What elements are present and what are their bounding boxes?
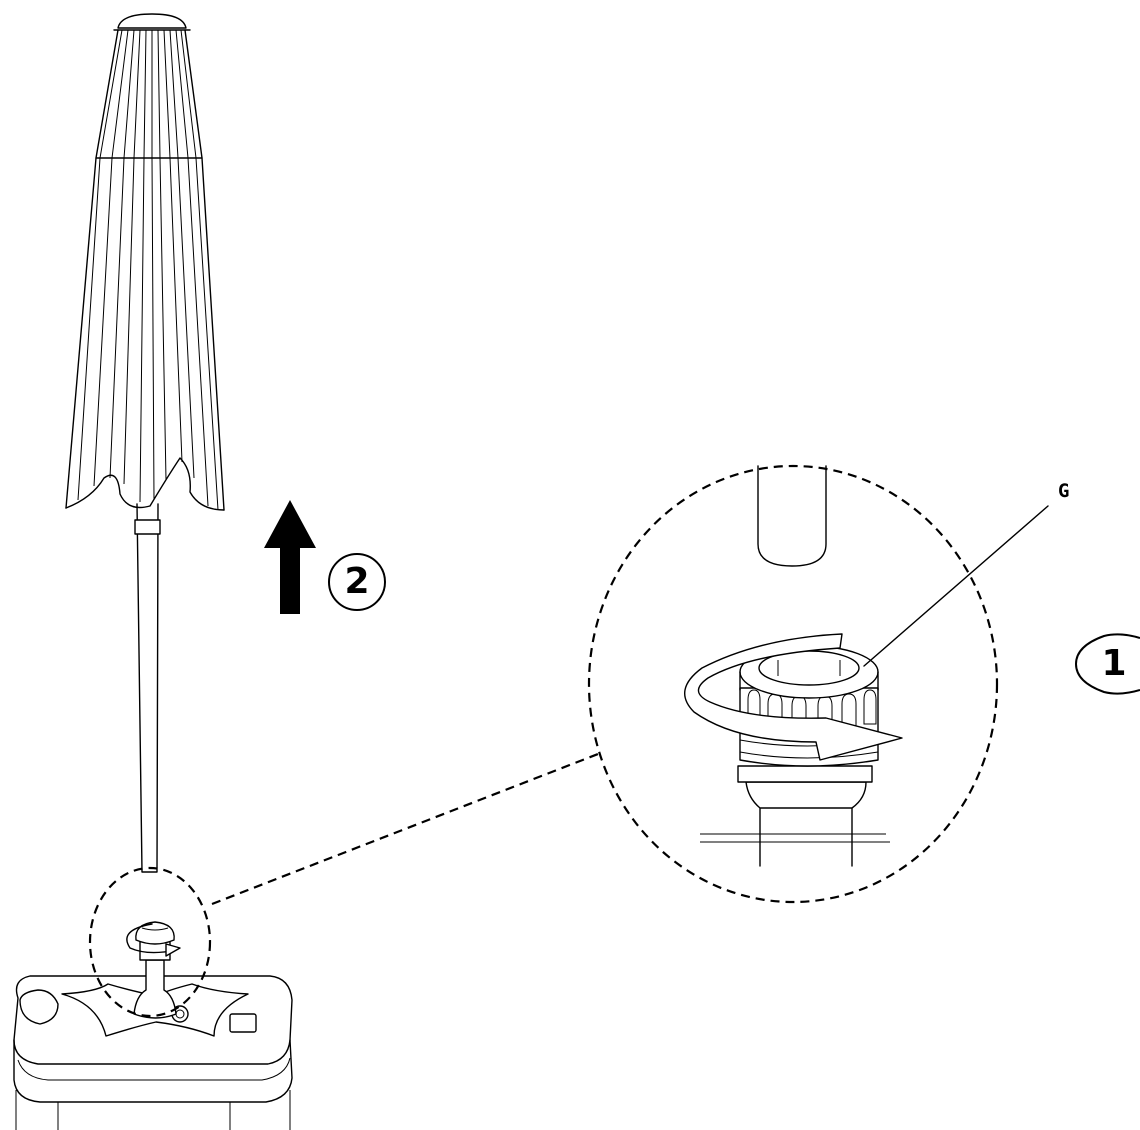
small-detail-circle <box>88 866 212 1018</box>
zoom-detail-content <box>684 465 903 867</box>
zoom-leader-line <box>211 752 599 906</box>
step-2-label: 2 <box>344 561 370 602</box>
step-2-circle <box>328 553 386 611</box>
closed-umbrella <box>65 13 225 873</box>
part-label-g: G <box>1058 480 1070 502</box>
weighted-base <box>13 921 293 1130</box>
up-arrow-icon <box>264 500 316 614</box>
step-1-label: 1 <box>1101 643 1127 684</box>
step-1-circle <box>1074 633 1140 695</box>
callout-leader-g <box>863 505 1049 667</box>
zoom-detail-circle <box>587 464 999 904</box>
